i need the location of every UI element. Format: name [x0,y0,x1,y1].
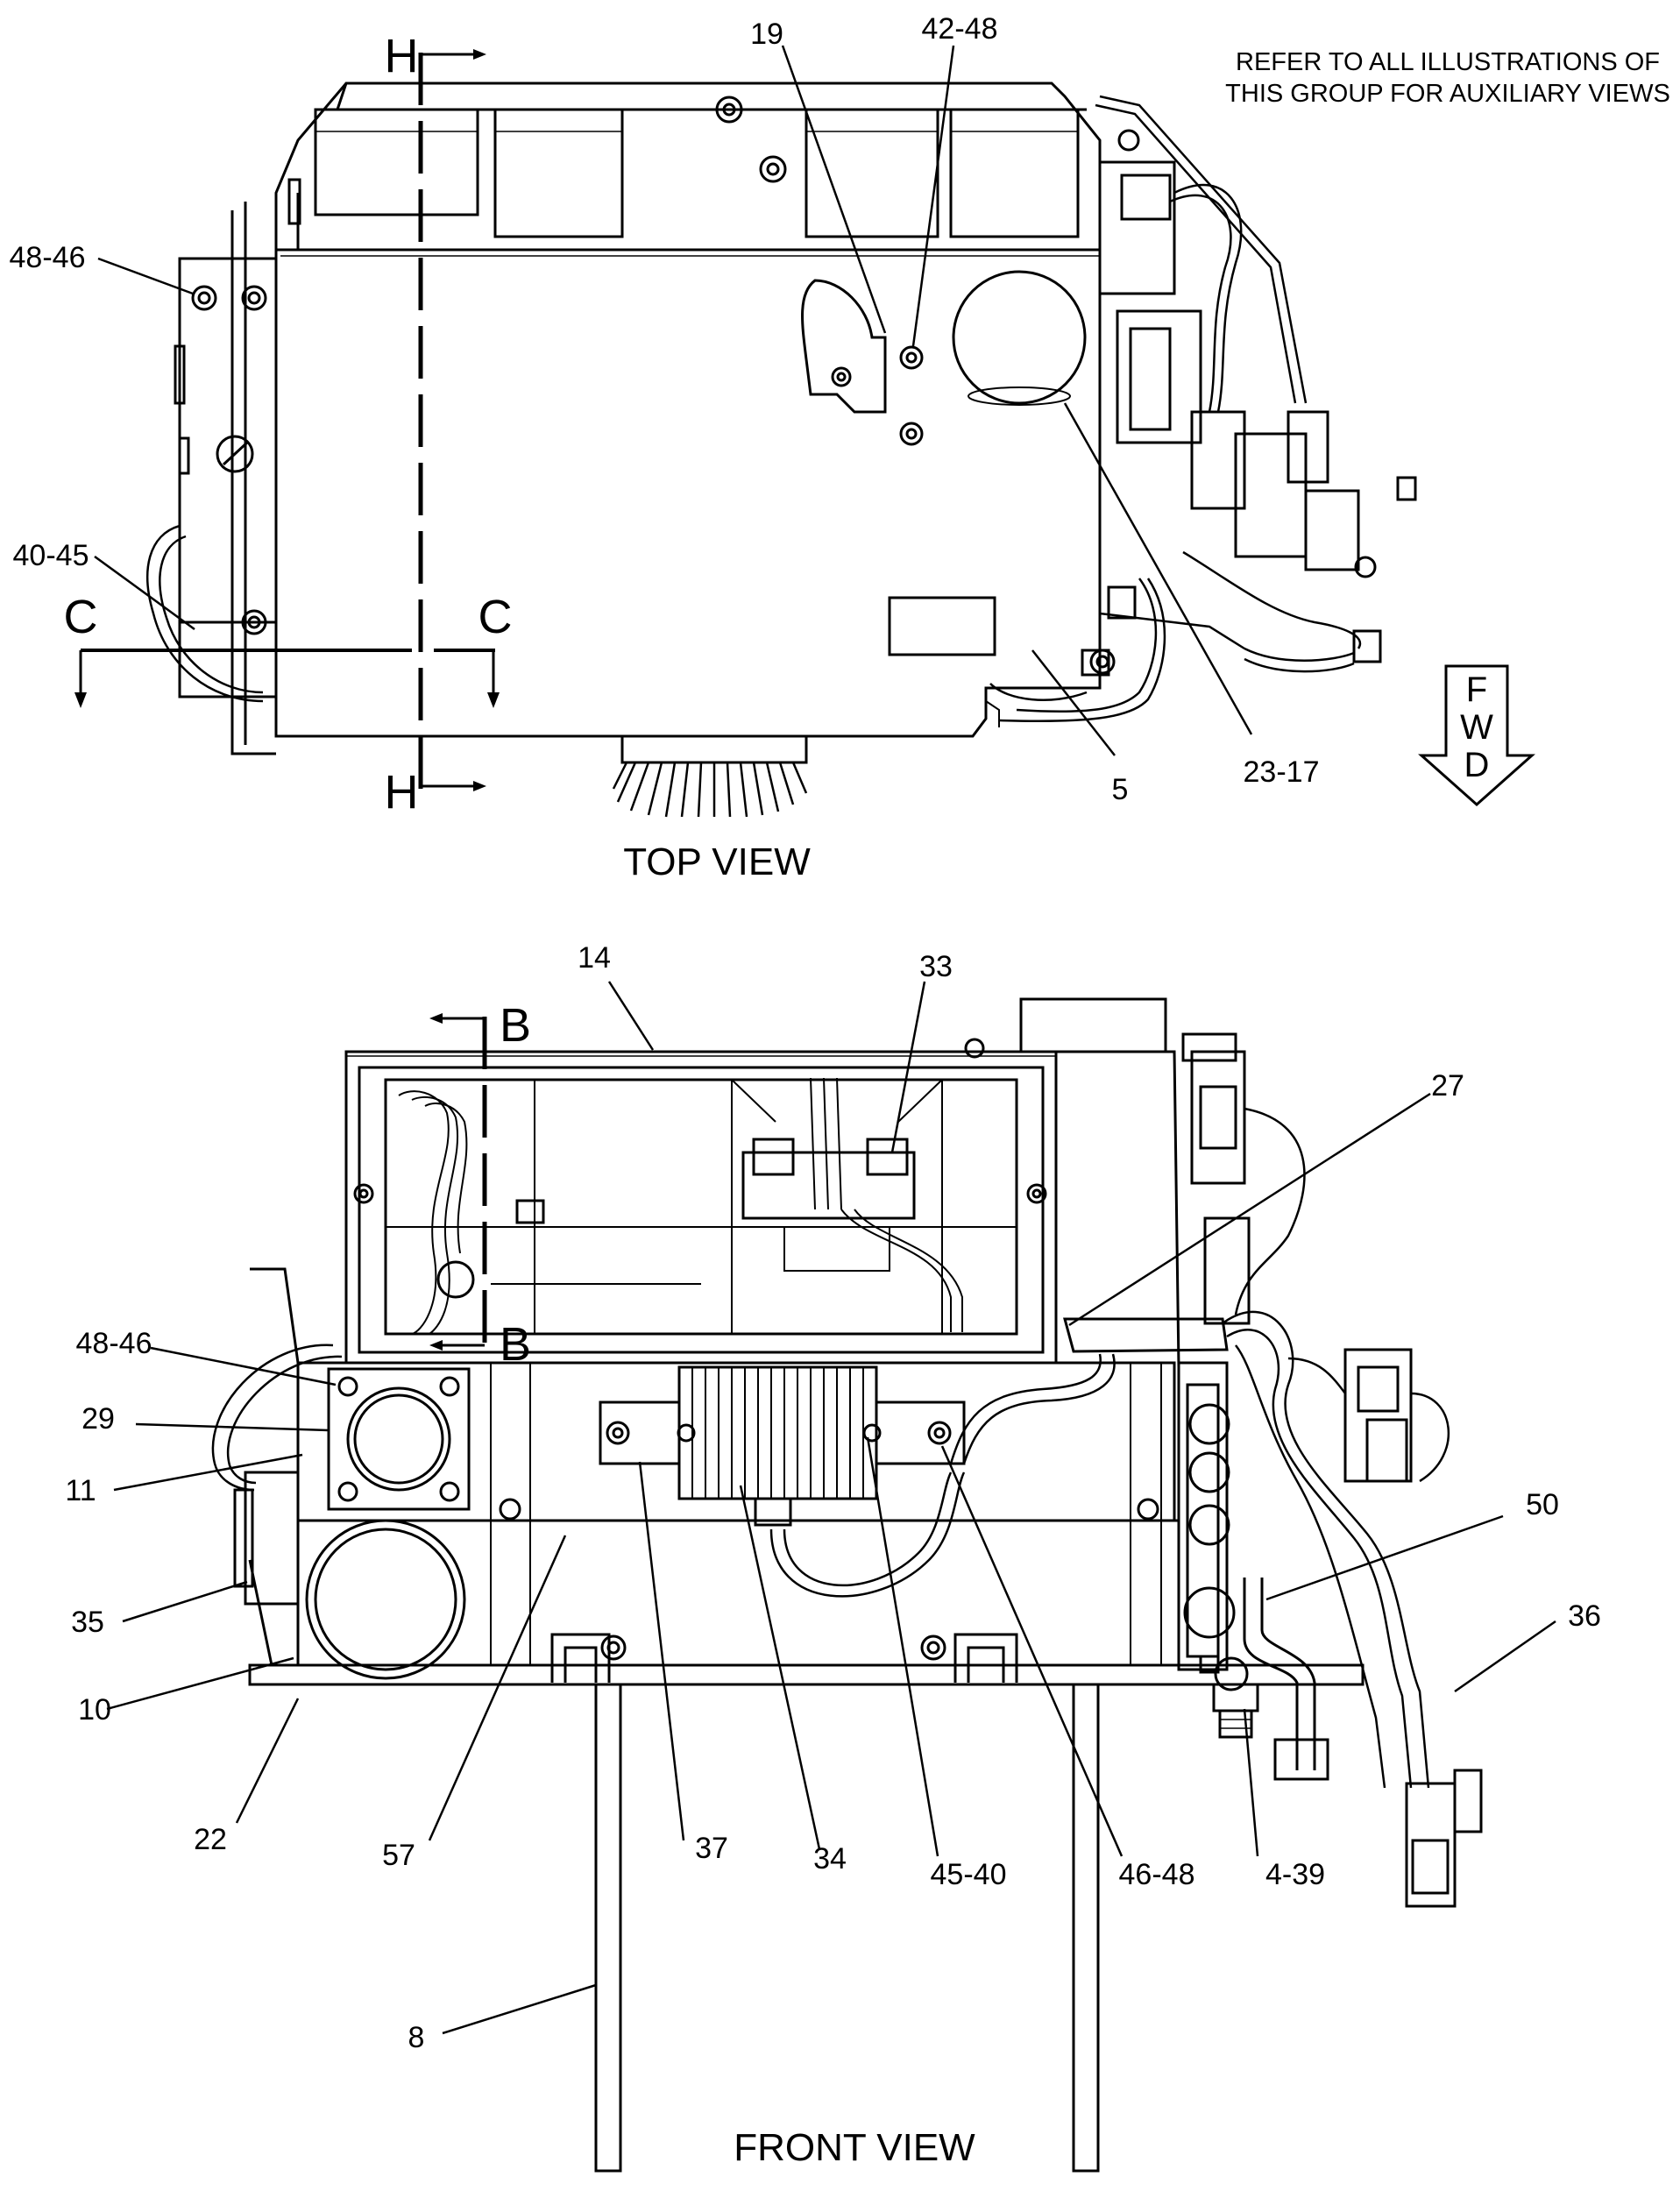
callout-27: 27 [1431,1069,1464,1103]
callout-29: 29 [82,1402,115,1436]
top-view-title: TOP VIEW [623,840,811,883]
top-view-drawing [146,82,1417,764]
callout-42-48: 42-48 [922,12,998,46]
front-view-leaders [106,981,1556,2035]
top-view-leaders [94,45,1253,756]
callout-5: 5 [1112,773,1129,806]
callout-10: 10 [78,1693,111,1727]
callout-57: 57 [382,1839,415,1872]
callout-48-46-front: 48-46 [76,1327,152,1360]
callout-8: 8 [408,2021,425,2054]
support-legs [594,1683,1100,2173]
fwd-letter-f: F [1466,670,1487,709]
callout-48-46-top: 48-46 [10,241,86,274]
callout-40-45: 40-45 [13,539,89,572]
callout-35: 35 [71,1606,104,1639]
callout-37: 37 [695,1832,728,1865]
callout-36: 36 [1568,1599,1601,1633]
callout-23-17: 23-17 [1244,755,1320,789]
callout-4-39: 4-39 [1265,1858,1325,1891]
callout-11: 11 [65,1474,96,1507]
callout-14: 14 [578,941,611,975]
section-h-top-label: H [385,30,419,82]
callout-33: 33 [919,950,953,983]
section-b-top-label: B [500,999,531,1052]
reference-note-line-1: REFER TO ALL ILLUSTRATIONS OF [1236,48,1660,76]
callout-34: 34 [813,1842,847,1875]
callout-46-48: 46-48 [1119,1858,1195,1891]
section-h-top-arrowhead [473,49,486,60]
section-h-bottom-arrowhead [473,781,486,791]
front-view-title: FRONT VIEW [734,2126,975,2169]
section-b-bottom-label: B [500,1318,531,1371]
section-c-left-label: C [64,591,98,643]
reference-note-line-2: THIS GROUP FOR AUXILIARY VIEWS [1225,80,1670,108]
section-h-bottom-label: H [385,766,419,819]
section-c-left-arrowhead [74,692,87,708]
section-b-bottom-arrowhead [429,1340,443,1351]
callout-45-40: 45-40 [931,1858,1007,1891]
callout-22: 22 [194,1823,227,1856]
callout-19: 19 [750,18,783,51]
section-c-right-arrowhead [487,692,500,708]
front-view-drawing [211,997,1483,1908]
fwd-letter-d: D [1464,746,1490,784]
callout-50: 50 [1526,1488,1559,1521]
section-b-top-arrowhead [429,1013,443,1024]
fwd-letter-w: W [1460,708,1493,747]
section-c-right-label: C [478,591,513,643]
forward-direction-arrow: F W D [1418,664,1535,807]
top-heatsink-fins [612,762,808,818]
